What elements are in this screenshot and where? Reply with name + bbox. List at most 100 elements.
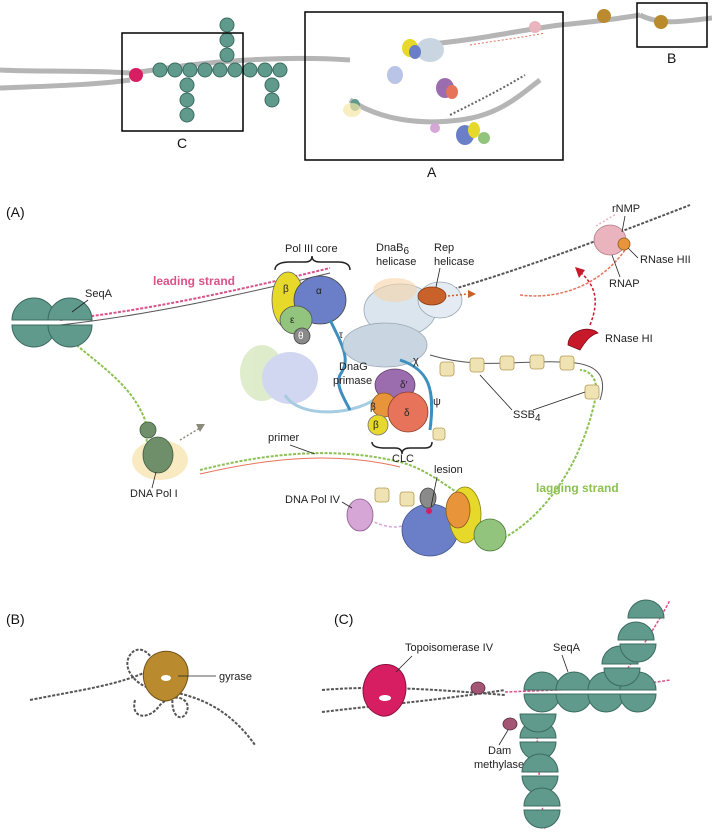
topo-iv-hole: [379, 695, 391, 701]
overview-topo-icon: [129, 68, 143, 82]
label-dnag-primase: primase: [333, 375, 372, 387]
leader-lesion: [430, 476, 438, 508]
gyrase-hole: [161, 675, 171, 681]
overview-dna-lower: [348, 78, 542, 125]
label-clc: CLC: [392, 453, 414, 465]
ssb-tetramers: [374, 354, 600, 507]
brace-clc: [371, 441, 433, 455]
label-topo-iv: Topoisomerase IV: [405, 642, 494, 654]
overview-replisome: [343, 38, 490, 145]
leader-rnap: [611, 254, 621, 278]
dna-lagging-bottom: [199, 452, 471, 501]
overview-leading-dash: [469, 32, 546, 46]
label-dna-pol-iv: DNA Pol IV: [285, 494, 341, 506]
seqa-filament-c: [519, 599, 665, 829]
dna-rnap-loop: [519, 249, 626, 297]
panel-b-tag: (B): [6, 611, 25, 627]
gyrase-dna-2: [133, 679, 189, 719]
label-delta-prime: δ′: [400, 380, 408, 391]
label-dna-pol-i: DNA Pol I: [130, 488, 178, 500]
label-beta-mid: β: [370, 402, 376, 413]
panel-b: (B) gyrase: [6, 611, 256, 746]
topo-iv-enzyme: [362, 664, 407, 717]
label-lagging-strand: lagging strand: [536, 481, 619, 495]
label-dam-methylase: methylase: [474, 759, 524, 771]
label-epsilon: ε: [290, 315, 295, 326]
rep-helicase: [417, 286, 447, 306]
label-theta: θ: [298, 331, 304, 342]
pol3-core: [271, 271, 352, 411]
seqa-dna-horizontal: [504, 679, 671, 693]
overview-ladder: [449, 74, 526, 116]
leader-seqa-a: [71, 299, 89, 313]
panel-c-tag: (C): [334, 611, 353, 627]
label-rep-helicase: helicase: [434, 256, 474, 268]
overview-label-a: A: [427, 164, 437, 180]
label-dam: Dam: [488, 745, 511, 757]
leader-ssb-2: [532, 391, 586, 411]
label-rnase-hii: RNase HII: [640, 254, 691, 266]
label-rnap: RNAP: [609, 278, 640, 290]
overview-dna-top: [419, 12, 641, 48]
dna-parental-right: [449, 204, 691, 291]
label-pol3-core: Pol III core: [285, 243, 338, 255]
leader-dam: [498, 729, 509, 746]
label-alpha: α: [316, 286, 322, 297]
leader-pol-iv: [341, 501, 353, 509]
overview-rnap-icon: [529, 21, 541, 33]
label-ssb: SSB4: [513, 409, 541, 424]
pol3-lagging: [401, 486, 507, 557]
leader-topo-iv: [395, 655, 413, 673]
pol3-faded: [240, 345, 382, 414]
leader-rep: [435, 267, 441, 288]
overview-dna-left2: [0, 77, 131, 91]
dam-methylase-1: [470, 681, 486, 695]
dna-pol-iv: [346, 498, 374, 532]
overview-box-a: [304, 11, 564, 161]
overview-label-b: B: [667, 50, 676, 66]
overview-box-c: [121, 32, 244, 132]
label-primer: primer: [268, 432, 300, 444]
dnab-helicase: [342, 278, 463, 368]
rnase-hi-arrow: [579, 271, 596, 326]
dna-pol-i: [132, 421, 188, 480]
label-beta-low: β: [373, 420, 379, 431]
leader-rnase-hii: [627, 247, 639, 259]
rnap-arrow: [595, 213, 617, 227]
panel-a: (A) SeqA leading strand lagging strand: [6, 203, 691, 557]
label-delta: δ: [404, 408, 410, 419]
label-tau: τ: [339, 330, 343, 341]
label-dnab-helicase: helicase: [376, 256, 416, 268]
label-dnab: DnaB6: [376, 242, 410, 257]
label-beta-top: β: [283, 284, 289, 295]
dna-lagging-right: [499, 369, 598, 541]
label-dnag: DnaG: [339, 361, 368, 373]
clamp-loader: [367, 358, 434, 436]
overview-dna-left: [0, 67, 131, 76]
leader-ssb-1: [479, 374, 513, 411]
pol-i-arrow: [179, 427, 201, 441]
leader-rnmp: [621, 215, 626, 233]
label-leading-strand: leading strand: [153, 274, 235, 288]
leader-pol-i: [151, 471, 157, 489]
rep-arrow-head: [468, 290, 476, 298]
pol-i-arrow-head: [196, 424, 205, 432]
leader-primer: [289, 444, 316, 455]
dna-polIV-dash: [369, 514, 421, 528]
overview-dna-right: [638, 12, 712, 25]
overview-box-b: [636, 2, 708, 48]
panel-a-tag: (A): [6, 204, 25, 220]
label-seqa-a: SeqA: [85, 288, 113, 300]
overview-gyrase-icon: [654, 15, 668, 29]
rnase-hii: [617, 237, 631, 251]
label-seqa-c: SeqA: [553, 642, 581, 654]
overview: C A B: [0, 2, 712, 180]
rnase-hi-arrow-head: [575, 267, 585, 278]
label-lesion: lesion: [434, 464, 463, 476]
dam-methylase-2: [502, 717, 518, 731]
label-rnase-hi: RNase HI: [605, 333, 653, 345]
dna-lagging-bottom2: [199, 457, 401, 475]
gyrase-dna-1: [29, 648, 256, 746]
label-chi: χ: [413, 355, 419, 367]
